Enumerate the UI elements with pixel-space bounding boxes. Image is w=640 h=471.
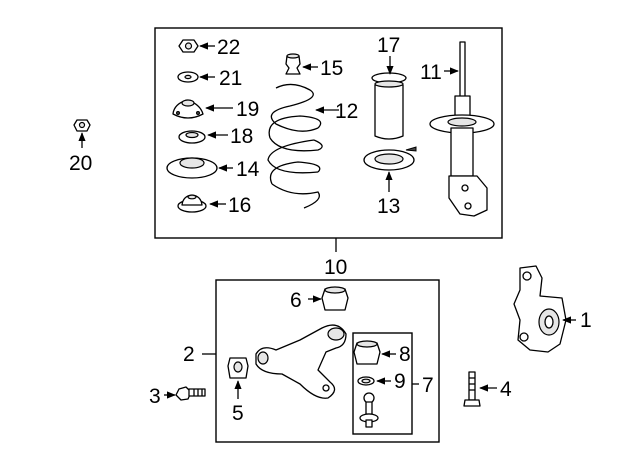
callout-17: 17	[377, 34, 400, 57]
part-17-dust-boot	[371, 72, 407, 140]
callout-4: 4	[500, 378, 512, 401]
part-18-bearing	[178, 130, 206, 144]
callout-8: 8	[399, 343, 411, 366]
callout-21: 21	[219, 67, 242, 90]
callout-22: 22	[217, 36, 240, 59]
part-13-spring-insulator	[363, 146, 417, 171]
part-8-bushing	[353, 340, 381, 365]
part-11-strut	[429, 41, 495, 217]
callout-11: 11	[420, 61, 442, 84]
callout-12: 12	[335, 100, 358, 123]
callout-7: 7	[422, 374, 434, 397]
part-22-nut	[178, 39, 199, 53]
callout-20: 20	[69, 152, 92, 175]
callout-14: 14	[236, 158, 260, 181]
part-4-bolt	[463, 371, 481, 407]
part-5-bushing	[227, 357, 249, 379]
control-arm-assembly-box	[215, 279, 440, 443]
part-20-nut	[73, 119, 91, 132]
callout-5: 5	[232, 402, 244, 425]
callout-9: 9	[394, 370, 406, 393]
callout-13: 13	[377, 195, 400, 218]
part-21-washer	[177, 71, 199, 83]
callout-15: 15	[320, 57, 343, 80]
part-6-bushing	[321, 286, 349, 311]
part-ball-joint	[359, 392, 379, 428]
part-9-snap-ring	[357, 376, 375, 386]
part-15-bump-stop	[285, 53, 301, 75]
callout-1: 1	[580, 309, 592, 332]
callout-16: 16	[228, 194, 251, 217]
part-1-steering-knuckle	[513, 265, 567, 353]
part-3-bolt	[175, 386, 206, 401]
callout-3: 3	[149, 385, 161, 408]
part-16-spring-insulator	[177, 194, 207, 213]
part-control-arm	[255, 324, 347, 399]
part-14-spring-seat	[166, 157, 218, 179]
callout-6: 6	[290, 289, 302, 312]
callout-19: 19	[236, 98, 259, 121]
part-12-coil-spring	[267, 83, 323, 209]
callout-10: 10	[324, 256, 347, 279]
part-19-strut-mount	[172, 99, 204, 119]
strut-assembly-box	[154, 27, 503, 239]
callout-18: 18	[230, 125, 253, 148]
callout-2: 2	[183, 343, 195, 366]
